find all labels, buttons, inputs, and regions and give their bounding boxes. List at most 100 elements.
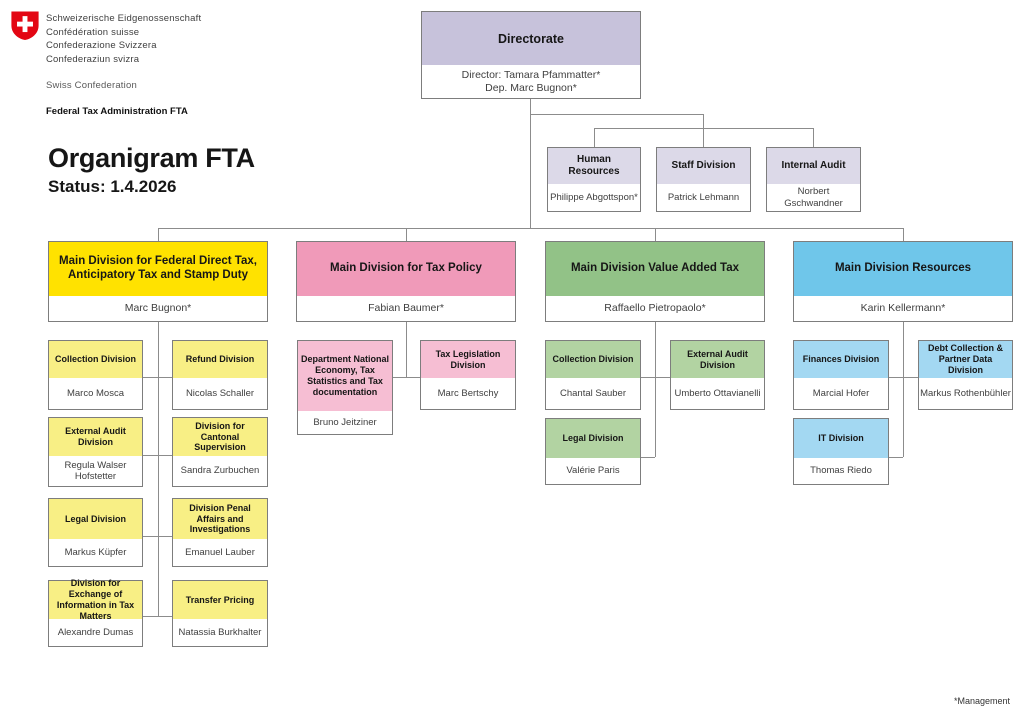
org-box-name: Natassia Burkhalter [173,619,267,646]
confederation-name-it: Confederazione Svizzera [46,40,157,51]
deputy-name: Dep. Marc Bugnon* [485,81,577,94]
connector [594,128,595,147]
connector [143,616,172,617]
org-box-dt-exchange-of-information-division: Division for Exchange of Information in … [48,578,143,647]
org-box-title: Refund Division [173,341,267,378]
org-box-vat-legal-division: Legal Division Valérie Paris [545,418,641,485]
connector [655,322,656,457]
org-box-title: Division Penal Affairs and Investigation… [173,499,267,539]
org-box-vat-collection-division: Collection Division Chantal Sauber [545,340,641,410]
org-box-dt-collection-division: Collection Division Marco Mosca [48,340,143,410]
connector [655,228,656,241]
org-box-title: Main Division for Federal Direct Tax, An… [49,242,267,296]
connector [393,377,420,378]
org-box-name: Karin Kellermann* [794,296,1012,321]
org-box-name: Marc Bertschy [421,378,515,409]
org-box-dt-legal-division: Legal Division Markus Küpfer [48,498,143,567]
office-name: Federal Tax Administration FTA [46,106,188,117]
org-box-name: Emanuel Lauber [173,539,267,566]
org-box-res-debt-collection-division: Debt Collection & Partner Data Division … [918,340,1013,410]
org-box-staff-division: Staff Division Patrick Lehmann [656,147,751,212]
org-box-name: Regula Walser Hofstetter [49,456,142,486]
org-box-name: Nicolas Schaller [173,378,267,409]
connector [813,128,814,147]
org-box-name: Alexandre Dumas [49,619,142,646]
org-box-tp-tax-legislation-division: Tax Legislation Division Marc Bertschy [420,340,516,410]
confederation-name-rm: Confederaziun svizra [46,53,140,65]
org-box-name: Valérie Paris [546,458,640,484]
org-box-name: Marc Bugnon* [49,296,267,321]
connector [143,377,172,378]
status-date: Status: 1.4.2026 [48,177,177,196]
org-box-title: Department National Economy, Tax Statist… [298,341,392,411]
org-box-name: Norbert Gschwandner [767,184,860,211]
org-box-vat-external-audit-division: External Audit Division Umberto Ottavian… [670,340,765,410]
connector [903,322,904,457]
org-box-title: Main Division Resources [794,242,1012,296]
org-box-dt-external-audit-division: External Audit Division Regula Walser Ho… [48,417,143,487]
org-box-name: Raffaello Pietropaolo* [546,296,764,321]
page-title: Organigram FTA [48,143,255,173]
connector [406,228,407,241]
org-box-dt-refund-division: Refund Division Nicolas Schaller [172,340,268,410]
org-box-title: Main Division Value Added Tax [546,242,764,296]
connector [143,536,172,537]
org-box-dt-cantonal-supervision-division: Division for Cantonal Supervision Sandra… [172,417,268,487]
org-box-title: Staff Division [657,148,750,184]
org-box-title: Legal Division [546,419,640,458]
connector [158,322,159,616]
org-box-title: External Audit Division [49,418,142,456]
connector [406,322,407,377]
org-box-res-finances-division: Finances Division Marcial Hofer [793,340,889,410]
org-box-title: Human Resources [548,148,640,184]
org-box-name: Markus Küpfer [49,539,142,566]
org-box-title: Finances Division [794,341,888,378]
confederation-name-de: Schweizerische Eidgenossenschaft [46,13,202,24]
connector [594,128,814,129]
org-box-name: Umberto Ottavianelli [671,378,764,409]
org-box-title: IT Division [794,419,888,458]
org-box-title: Debt Collection & Partner Data Division [919,341,1012,378]
org-box-title: Collection Division [546,341,640,378]
org-box-internal-audit: Internal Audit Norbert Gschwandner [766,147,861,212]
org-box-name: Marco Mosca [49,378,142,409]
connector [158,228,159,241]
connector [530,99,531,229]
org-box-title: Division for Exchange of Information in … [49,578,142,621]
connector [703,114,704,147]
org-box-title: External Audit Division [671,341,764,378]
org-box-name: Patrick Lehmann [657,184,750,211]
org-box-res-it-division: IT Division Thomas Riedo [793,418,889,485]
director-name: Director: Tamara Pfammatter* [461,68,601,81]
org-box-main-division-tax-policy: Main Division for Tax Policy Fabian Baum… [296,241,516,322]
org-box-title: Directorate [422,12,640,65]
org-box-name: Fabian Baumer* [297,296,515,321]
confederation-name-en: Swiss Confederation [46,80,137,91]
org-box-name: Marcial Hofer [794,378,888,409]
connector [158,228,904,229]
org-box-main-division-direct-tax: Main Division for Federal Direct Tax, An… [48,241,268,322]
org-box-human-resources: Human Resources Philippe Abgottspon* [547,147,641,212]
connector [641,457,655,458]
org-box-dt-penal-affairs-division: Division Penal Affairs and Investigation… [172,498,268,567]
connector [641,377,670,378]
org-box-name: Thomas Riedo [794,458,888,484]
org-box-names: Director: Tamara Pfammatter* Dep. Marc B… [422,65,640,98]
connector [903,228,904,241]
org-box-tp-national-economy-department: Department National Economy, Tax Statist… [297,340,393,435]
org-box-title: Division for Cantonal Supervision [173,418,267,456]
org-box-title: Tax Legislation Division [421,341,515,378]
confederation-name-fr: Confédération suisse [46,26,140,38]
swiss-coat-of-arms-icon [10,10,40,41]
org-box-name: Chantal Sauber [546,378,640,409]
org-box-title: Transfer Pricing [173,581,267,619]
connector [530,114,704,115]
connector [143,455,172,456]
connector [889,377,918,378]
org-box-name: Philippe Abgottspon* [548,184,640,211]
org-box-name: Sandra Zurbuchen [173,456,267,486]
management-footnote: *Management [953,696,1010,706]
org-box-title: Internal Audit [767,148,860,184]
org-box-title: Collection Division [49,341,142,378]
org-box-name: Bruno Jeitziner [298,411,392,434]
